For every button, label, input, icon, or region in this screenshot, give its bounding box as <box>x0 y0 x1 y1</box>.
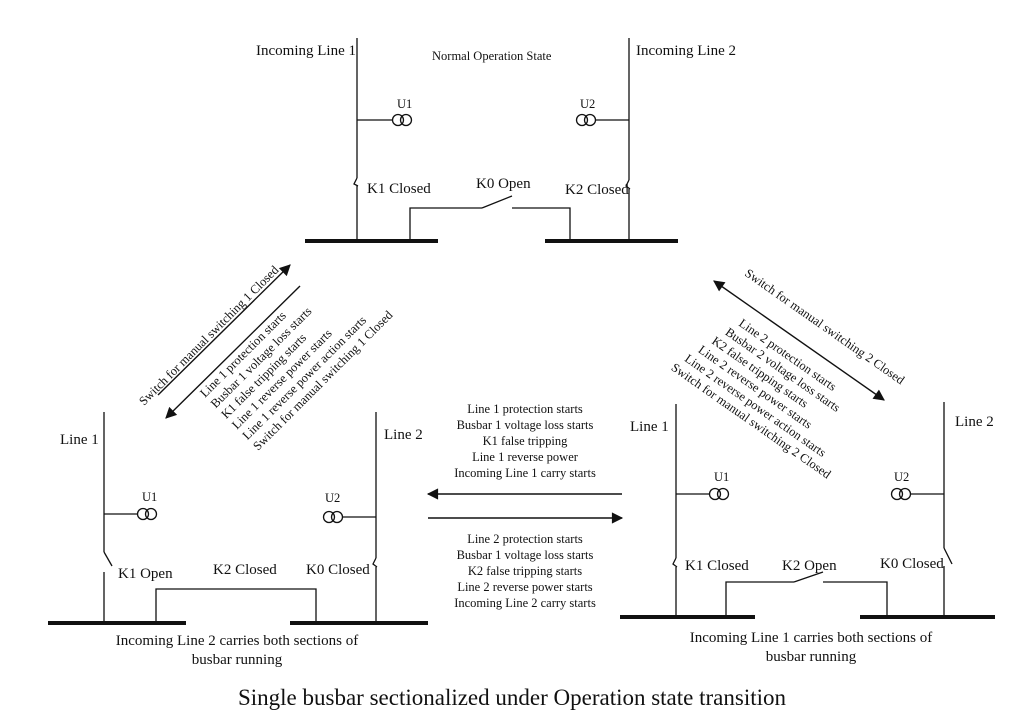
svg-text:Line 1 reverse power: Line 1 reverse power <box>472 450 579 464</box>
left-u2-label: U2 <box>325 491 340 505</box>
left-line-2-label: Line 2 <box>384 427 423 443</box>
figure-title: Single busbar sectionalized under Operat… <box>238 685 787 710</box>
left-line-1-label: Line 1 <box>60 432 99 448</box>
svg-text:busbar running: busbar running <box>766 649 857 665</box>
svg-text:Line 1 protection starts: Line 1 protection starts <box>467 402 583 416</box>
svg-text:Busbar 1 voltage loss starts: Busbar 1 voltage loss starts <box>457 418 594 432</box>
svg-text:busbar running: busbar running <box>192 652 283 668</box>
left-u2-transformer-icon <box>322 510 344 524</box>
k2-label: K2 Closed <box>565 182 629 198</box>
k0-label: K0 Open <box>476 176 531 192</box>
k2-switch-symbol <box>625 179 631 190</box>
right-u1-transformer-icon <box>708 487 730 501</box>
k1-label: K1 Closed <box>367 181 431 197</box>
right-state-circuit: Line 1 Line 2 U1 U2 K1 Closed K2 Open K0… <box>620 402 995 665</box>
left-transition: Switch for manual switching 1 Closed Lin… <box>136 262 396 453</box>
left-u1-label: U1 <box>142 490 157 504</box>
right-transition: Switch for manual switching 2 Closed Lin… <box>669 266 908 482</box>
left-u1-transformer-icon <box>136 507 158 521</box>
svg-text:Line 2 protection starts: Line 2 protection starts <box>467 532 583 546</box>
left-bus-tie <box>155 588 317 622</box>
svg-text:Incoming Line 1 carries both s: Incoming Line 1 carries both sections of <box>690 630 932 646</box>
right-line-2-label: Line 2 <box>955 414 994 430</box>
left-state-caption: Incoming Line 2 carries both sections of… <box>116 633 358 668</box>
u1-label: U1 <box>397 97 412 111</box>
right-u2-transformer-icon <box>890 487 912 501</box>
left-k0-label: K0 Closed <box>306 562 370 578</box>
right-k0-label: K0 Closed <box>880 556 944 572</box>
left-diag-arrow-up <box>157 264 291 396</box>
svg-text:Line 2 reverse power starts: Line 2 reverse power starts <box>457 580 592 594</box>
incoming-line-2-label: Incoming Line 2 <box>636 43 736 59</box>
right-k0-switch-symbol <box>943 547 953 565</box>
left-k2-label: K2 Closed <box>213 562 277 578</box>
right-line-1-label: Line 1 <box>630 419 669 435</box>
k1-switch-symbol <box>353 177 359 187</box>
u2-transformer-icon <box>575 113 597 127</box>
svg-text:K2 false tripping starts: K2 false tripping starts <box>468 564 582 578</box>
svg-text:Incoming Line 1 carry starts: Incoming Line 1 carry starts <box>454 466 596 480</box>
left-k1-label: K1 Open <box>118 566 173 582</box>
middle-lower-conditions: Line 2 protection starts Busbar 1 voltag… <box>454 532 596 610</box>
right-k2-label: K2 Open <box>782 558 837 574</box>
normal-state-circuit: Incoming Line 1 Incoming Line 2 Normal O… <box>256 38 736 243</box>
u1-transformer-icon <box>391 113 413 127</box>
right-k2-open-switch-symbol <box>793 571 824 583</box>
right-state-caption: Incoming Line 1 carries both sections of… <box>690 630 932 665</box>
left-k0-closed-switch-symbol <box>372 557 378 568</box>
u2-label: U2 <box>580 97 595 111</box>
middle-transition: Line 1 protection starts Busbar 1 voltag… <box>426 402 624 610</box>
left-state-circuit: Line 1 Line 2 U1 U2 K1 Open K2 Closed K0… <box>48 412 428 668</box>
svg-text:Incoming Line 2 carries both s: Incoming Line 2 carries both sections of <box>116 633 358 649</box>
right-k1-label: K1 Closed <box>685 558 749 574</box>
svg-text:K1 false tripping: K1 false tripping <box>483 434 568 448</box>
middle-upper-conditions: Line 1 protection starts Busbar 1 voltag… <box>454 402 596 480</box>
left-diag-arrow-down <box>165 285 301 419</box>
right-u2-label: U2 <box>894 470 909 484</box>
svg-text:Busbar 1 voltage loss starts: Busbar 1 voltage loss starts <box>457 548 594 562</box>
right-u1-label: U1 <box>714 470 729 484</box>
left-k1-open-switch-symbol <box>103 551 113 567</box>
right-diag-arrow <box>713 280 885 401</box>
right-diag-condition-list: Line 2 protection starts Busbar 2 voltag… <box>669 316 843 482</box>
incoming-line-1-label: Incoming Line 1 <box>256 43 356 59</box>
right-k1-closed-switch-symbol <box>672 557 678 568</box>
k0-open-switch-symbol <box>481 195 513 209</box>
normal-state-label: Normal Operation State <box>432 49 552 63</box>
svg-text:Incoming Line 2 carry starts: Incoming Line 2 carry starts <box>454 596 596 610</box>
left-diag-condition-list: Line 1 protection starts Busbar 1 voltag… <box>197 304 396 453</box>
